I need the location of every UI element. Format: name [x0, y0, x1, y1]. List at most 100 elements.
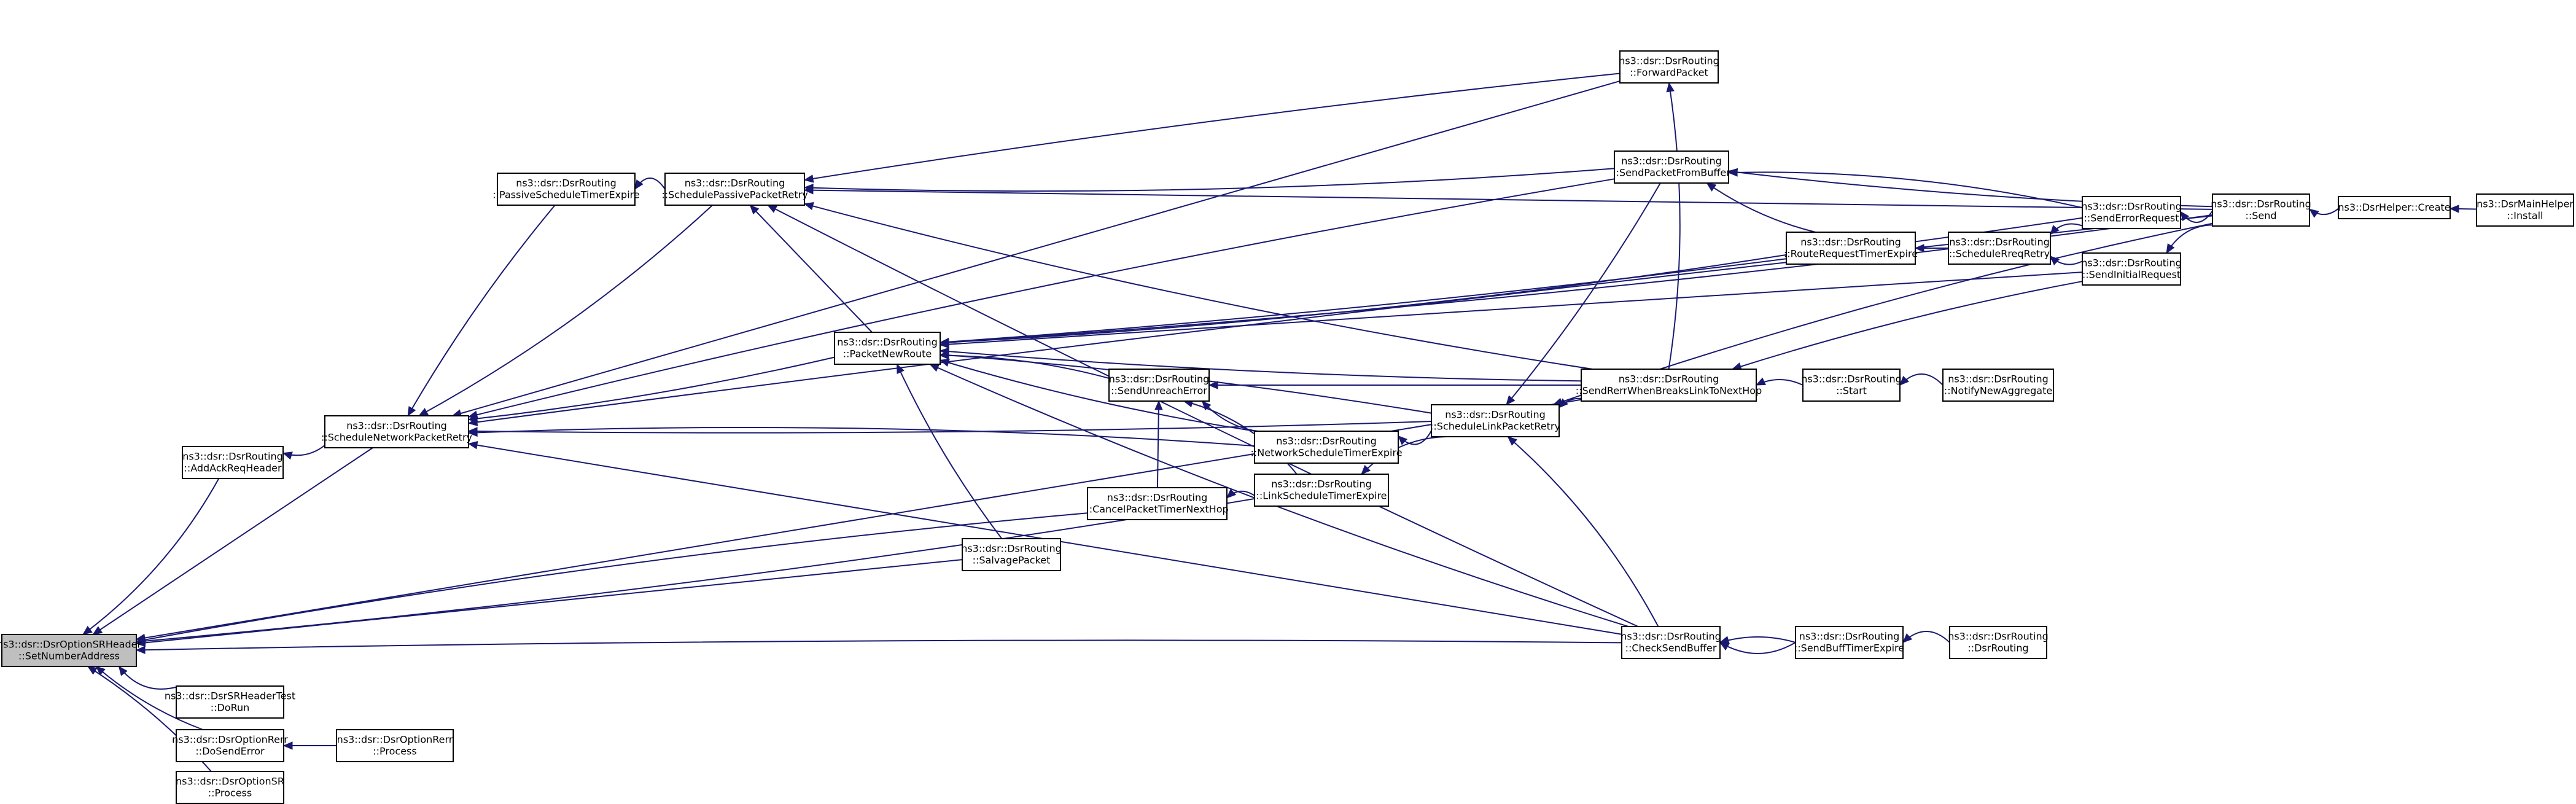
arrowhead-n14-to-n5 [939, 347, 950, 356]
arrowhead-n3-to-n2 [407, 406, 416, 417]
node-box [176, 729, 284, 762]
node-box [182, 446, 284, 479]
node-n30[interactable]: ns3::dsr::DsrOptionSR::Process [176, 771, 284, 804]
node-n29[interactable]: ns3::dsr::DsrOptionRerr::Process [336, 729, 454, 762]
node-label: ::CancelPacketTimerNextHop [1086, 504, 1228, 515]
node-box [1621, 626, 1721, 659]
node-box [962, 538, 1061, 571]
node-box [336, 729, 454, 762]
arrowhead-n2-to-n0 [92, 626, 103, 635]
node-label: ns3::dsr::DsrRouting [1276, 435, 1377, 447]
edge-n1-to-n0 [82, 478, 220, 635]
node-label: ns3::dsr::DsrRouting [1109, 373, 1210, 385]
arrowhead-n11-to-n7 [1398, 435, 1408, 445]
node-label: ::Process [208, 787, 252, 799]
arrowhead-n22-to-n4 [803, 185, 814, 195]
node-box [1786, 232, 1916, 265]
node-label: ::SendRerrWhenBreaksLinkToNextHop [1576, 385, 1762, 397]
node-label: ::PacketNewRoute [843, 348, 932, 360]
edge-n3-to-n2 [407, 205, 556, 416]
node-label: ::ScheduleLinkPacketRetry [1430, 421, 1560, 432]
arrowhead-n22-to-n21 [2166, 243, 2175, 254]
node-label: ns3::DsrMainHelper [2477, 198, 2574, 210]
node-label: ns3::dsr::DsrOptionRerr [172, 734, 288, 746]
node-n12[interactable]: ns3::dsr::DsrRouting::ForwardPacket [1619, 50, 1719, 84]
node-n25[interactable]: ns3::dsr::DsrRouting::Start [1801, 369, 1902, 402]
edge-n13-to-n4 [804, 168, 1615, 192]
edge-n22-to-n2 [468, 215, 2213, 424]
edge-n12-to-n2 [452, 80, 1621, 416]
node-n22[interactable]: ns3::dsr::DsrRouting::Send [2211, 193, 2311, 227]
edge-n12-to-n4 [804, 72, 1621, 181]
arrowhead-n23-to-n22 [2308, 208, 2319, 218]
node-n6[interactable]: ns3::dsr::DsrRouting::SendUnreachError [1108, 369, 1210, 402]
arrowhead-n11-to-n9 [1361, 464, 1371, 475]
edge-n22-to-n4 [804, 189, 2213, 210]
node-n13[interactable]: ns3::dsr::DsrRouting::SendPacketFromBuff… [1613, 150, 1730, 184]
node-box [1802, 369, 1901, 402]
node-label: ns3::dsr::DsrRouting [516, 178, 617, 189]
arrowhead-n24-to-n23 [2449, 205, 2459, 213]
node-n21[interactable]: ns3::dsr::DsrRouting::SendInitialRequest [2081, 252, 2182, 286]
node-n18[interactable]: ns3::dsr::DsrRouting::RouteRequestTimerE… [1784, 232, 1918, 265]
node-box [497, 173, 636, 206]
node-n28[interactable]: ns3::dsr::DsrOptionRerr::DoSendError [172, 729, 288, 762]
node-label: ::ScheduleNetworkPacketRetry [321, 432, 472, 443]
arrowhead-n29-to-n28 [282, 741, 293, 750]
node-n20[interactable]: ns3::dsr::DsrRouting::SendErrorRequest [2081, 196, 2182, 229]
node-box [1431, 404, 1560, 437]
edge-n7-to-n2 [468, 426, 1255, 447]
node-n16[interactable]: ns3::dsr::DsrRouting::SendBuffTimerExpir… [1794, 626, 1904, 659]
edge-n10-to-n0 [136, 559, 963, 644]
node-label: ::RouteRequestTimerExpire [1784, 248, 1918, 260]
arrowhead-n22-to-n5 [939, 338, 949, 347]
edge-n27-to-n0 [118, 666, 181, 690]
node-label: ns3::dsr::DsrRouting [1445, 409, 1546, 421]
arrowhead-n13-to-n2 [467, 410, 478, 419]
node-n23[interactable]: ns3::DsrHelper::Create [2338, 196, 2451, 219]
node-box [2476, 193, 2574, 227]
node-n27[interactable]: ns3::dsr::DsrSRHeaderTest::DoRun [165, 685, 295, 719]
node-label: ::NetworkScheduleTimerExpire [1250, 447, 1402, 459]
node-label: ::AddAckReqHeader [184, 462, 282, 474]
node-n4[interactable]: ns3::dsr::DsrRouting::SchedulePassivePac… [661, 173, 808, 206]
node-n14[interactable]: ns3::dsr::DsrRouting::SendRerrWhenBreaks… [1576, 369, 1762, 402]
arrowhead-n8-to-n0 [135, 635, 146, 644]
node-n3[interactable]: ns3::dsr::DsrRouting::PassiveScheduleTim… [492, 173, 640, 206]
node-n11[interactable]: ns3::dsr::DsrRouting::ScheduleLinkPacket… [1430, 404, 1560, 437]
node-label: ns3::dsr::DsrRouting [1949, 236, 2050, 248]
arrowhead-n27-to-n0 [118, 665, 128, 676]
node-label: ns3::dsr::DsrOptionSRHeader [0, 639, 142, 650]
node-n9[interactable]: ns3::dsr::DsrRouting::LinkScheduleTimerE… [1254, 474, 1389, 507]
node-n1[interactable]: ns3::dsr::DsrRouting::AddAckReqHeader [182, 446, 284, 479]
node-n7[interactable]: ns3::dsr::DsrRouting::NetworkScheduleTim… [1250, 431, 1403, 464]
node-label: ns3::dsr::DsrRouting [1619, 55, 1719, 67]
edge-n9-to-n0 [136, 498, 1255, 642]
edge-n16-to-n15 [1719, 636, 1796, 643]
node-label: ::SendInitialRequest [2082, 269, 2181, 281]
node-box [176, 771, 284, 804]
node-n5[interactable]: ns3::dsr::DsrRouting::PacketNewRoute [834, 332, 941, 365]
node-n2[interactable]: ns3::dsr::DsrRouting::ScheduleNetworkPac… [321, 415, 472, 448]
node-n10[interactable]: ns3::dsr::DsrRouting::SalvagePacket [961, 538, 1062, 571]
arrowhead-n30-to-n0 [87, 666, 98, 675]
node-label: ::CheckSendBuffer [1625, 642, 1717, 654]
arrowhead-n14-to-n4 [803, 202, 814, 211]
arrowhead-n15-to-n5 [929, 364, 940, 372]
node-label: ns3::dsr::DsrOptionSR [176, 776, 284, 787]
node-label: ns3::dsr::DsrRouting [182, 451, 283, 462]
node-label: ns3::dsr::DsrRouting [961, 543, 1062, 555]
node-n8[interactable]: ns3::dsr::DsrRouting::CancelPacketTimerN… [1086, 487, 1229, 520]
node-box [1108, 369, 1210, 402]
nodes-layer: ns3::dsr::DsrOptionSRHeader::SetNumberAd… [0, 50, 2574, 804]
node-n19[interactable]: ns3::dsr::DsrRouting::ScheduleRreqRetry [1948, 232, 2051, 265]
node-label: ::SendErrorRequest [2084, 213, 2179, 224]
edge-n4-to-n2 [418, 205, 713, 416]
node-n24[interactable]: ns3::DsrMainHelper::Install [2476, 193, 2574, 227]
node-label: ns3::dsr::DsrRouting [1619, 373, 1719, 385]
node-root-setnumberaddress[interactable]: ns3::dsr::DsrOptionSRHeader::SetNumberAd… [0, 634, 142, 667]
node-n17[interactable]: ns3::dsr::DsrRouting::DsrRouting [1948, 626, 2049, 659]
node-n26[interactable]: ns3::dsr::DsrRouting::NotifyNewAggregate [1942, 369, 2054, 402]
node-n15[interactable]: ns3::dsr::DsrRouting::CheckSendBuffer [1621, 626, 1721, 659]
